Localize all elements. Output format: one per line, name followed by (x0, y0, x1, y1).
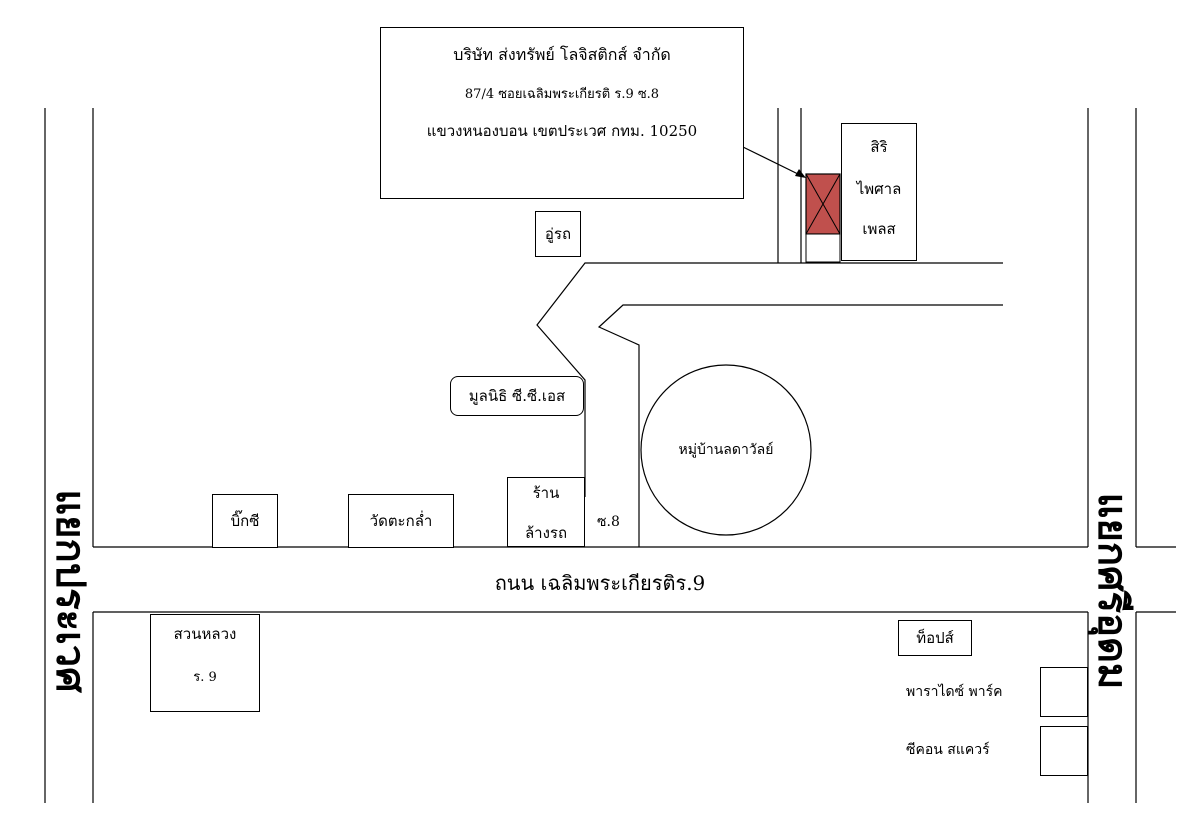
soi8-label: ซ.8 (597, 514, 620, 530)
siri-line2: ไพศาล (856, 180, 902, 198)
carwash-box: ร้าน ล้างรถ (507, 477, 585, 547)
garage-label: อู่รถ (544, 225, 572, 243)
tops-box: ท็อปส์ (898, 620, 972, 656)
company-info-box: บริษัท ส่งทรัพย์ โลจิสติกส์ จำกัด 87/4 ซ… (380, 27, 744, 199)
park-line2: ร. 9 (193, 670, 217, 685)
soi8-left-edge (536, 262, 1003, 497)
pointer-arrowhead (795, 169, 806, 178)
paradise-box (1040, 667, 1088, 717)
company-address-line1: 87/4 ซอยเฉลิมพระเกียรติ ร.9 ซ.8 (464, 87, 660, 102)
seacon-label: ซีคอน สแควร์ (906, 742, 990, 758)
garage-box: อู่รถ (535, 211, 581, 257)
bigc-box: บิ๊กซี (212, 494, 278, 548)
suan-luang-box: สวนหลวง ร. 9 (150, 614, 260, 712)
carwash-line2: ล้างรถ (524, 524, 568, 542)
marker-base (805, 233, 841, 263)
marker-cross-line-2 (805, 173, 841, 235)
temple-box: วัดตะกล่ำ (348, 494, 454, 548)
seacon-box (1040, 726, 1088, 776)
company-address-line2: แขวงหนองบอน เขตประเวศ กทม. 10250 (426, 122, 698, 140)
company-name: บริษัท ส่งทรัพย์ โลจิสติกส์ จำกัด (453, 45, 671, 64)
left-intersection-label: แยกประเวศ (47, 489, 93, 693)
siri-line1: สิริ (870, 138, 888, 156)
siri-paisal-place-box: สิริ ไพศาล เพลส (841, 123, 917, 261)
siri-line3: เพลส (862, 220, 896, 238)
foundation-box: มูลนิธิ ซี.ซี.เอส (450, 376, 584, 416)
foundation-label: มูลนิธิ ซี.ซี.เอส (468, 387, 566, 405)
temple-label: วัดตะกล่ำ (369, 512, 433, 530)
soi8-right-edge (597, 304, 1003, 547)
pointer-arrow-line (742, 146, 801, 176)
carwash-line1: ร้าน (532, 484, 560, 502)
paradise-label: พาราไดซ์ พาร์ค (906, 684, 1003, 700)
tops-label: ท็อปส์ (916, 629, 954, 647)
park-line1: สวนหลวง (173, 625, 237, 643)
village-circle (640, 364, 812, 536)
village-label: หมู่บ้านลดาวัลย์ (678, 442, 774, 458)
main-road-label: ถนน เฉลิมพระเกียรติร.9 (494, 571, 706, 595)
bigc-label: บิ๊กซี (230, 512, 260, 530)
right-intersection-label: แยกศรีอุดม (1089, 492, 1135, 690)
